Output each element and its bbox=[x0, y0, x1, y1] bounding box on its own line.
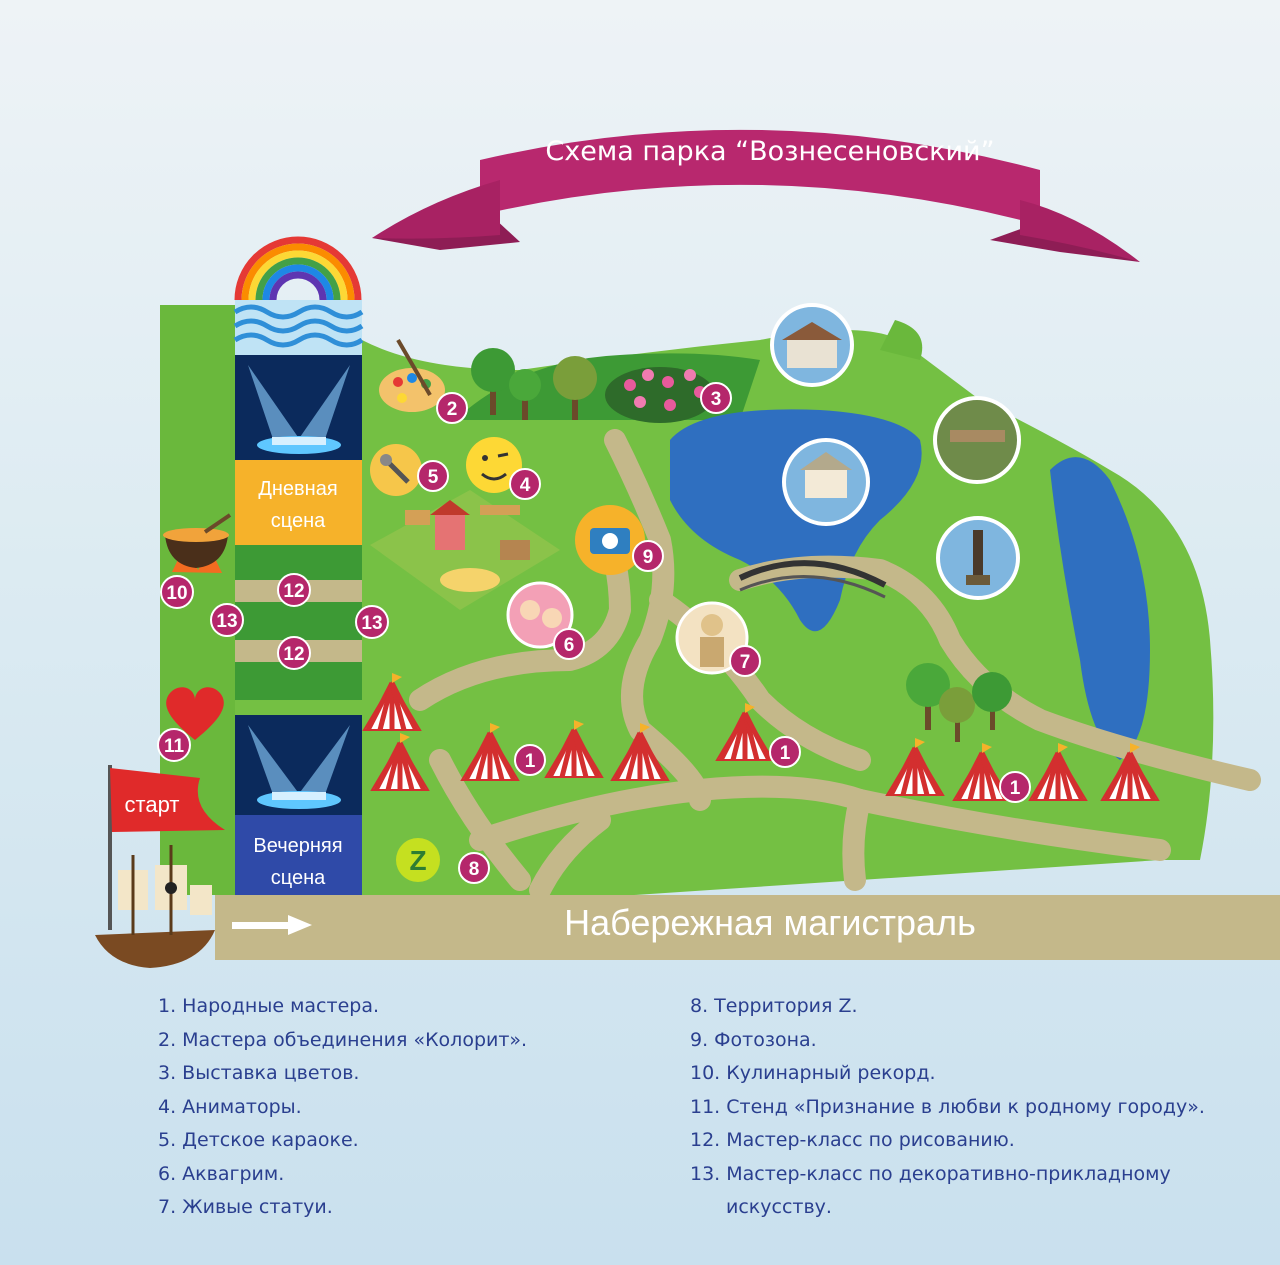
trees-icon bbox=[471, 348, 597, 420]
microphone-icon bbox=[370, 444, 422, 496]
legend-item: 4. Аниматоры. bbox=[158, 1095, 302, 1118]
marker-6[interactable]: 6 bbox=[553, 628, 585, 660]
day-stage-label-2: сцена bbox=[271, 510, 326, 532]
z-territory-logo: Z bbox=[396, 838, 440, 882]
legend-item: 6. Аквагрим. bbox=[158, 1162, 285, 1185]
marker-12-bottom[interactable]: 12 bbox=[277, 636, 311, 670]
road-label: Набережная магистраль bbox=[564, 902, 976, 943]
marker-13-text: 13 bbox=[361, 613, 382, 634]
legend-item: 8. Территория Z. bbox=[690, 995, 858, 1017]
evening-stage-label-1: Вечерняя bbox=[253, 835, 342, 857]
marker-11-text: 11 bbox=[164, 736, 185, 757]
marker-1-text: 1 bbox=[1010, 778, 1021, 799]
tent-icon bbox=[610, 723, 670, 782]
smiley-icon bbox=[466, 437, 522, 493]
bridge-icon bbox=[738, 560, 887, 599]
legend-item: 11. Стенд «Признание в любви к родному г… bbox=[690, 1095, 1205, 1118]
tents bbox=[362, 673, 1160, 802]
marker-1-text: 1 bbox=[525, 751, 536, 772]
marker-13-right[interactable]: 13 bbox=[355, 605, 389, 639]
legend-item: 10. Кулинарный рекорд. bbox=[690, 1062, 936, 1084]
day-stage-label-1: Дневная bbox=[258, 478, 337, 500]
marker-13-text: 13 bbox=[216, 611, 237, 632]
evening-stage-label-2: сцена bbox=[271, 867, 326, 889]
number-markers: 2 3 4 5 6 7 8 9 10 11 12 12 13 13 1 1 1 bbox=[157, 382, 1031, 884]
rainbow-icon bbox=[234, 236, 362, 301]
legend-item: 1. Народные мастера. bbox=[158, 995, 379, 1017]
flowers-icon bbox=[605, 367, 715, 423]
main-road: Набережная магистраль bbox=[215, 895, 1280, 960]
legend-item: искусству. bbox=[726, 1196, 832, 1218]
tent-icon bbox=[544, 720, 604, 779]
marker-12-text: 12 bbox=[283, 581, 304, 602]
marker-1-b[interactable]: 1 bbox=[769, 736, 801, 768]
title-ribbon: Схема парка “Вознесеновский” bbox=[372, 129, 1140, 262]
park-map: Схема парка “Вознесеновский” Набережная … bbox=[95, 129, 1280, 968]
marker-2-text: 2 bbox=[447, 399, 458, 420]
z-logo-text: Z bbox=[409, 845, 426, 876]
legend-item: 2. Мастера объединения «Колорит». bbox=[158, 1028, 528, 1051]
marker-1-c[interactable]: 1 bbox=[999, 771, 1031, 803]
heart-icon bbox=[166, 687, 224, 740]
water-waves-icon bbox=[233, 300, 364, 355]
tent-icon bbox=[1028, 743, 1088, 802]
palette-icon bbox=[379, 338, 445, 412]
tent-icon bbox=[952, 743, 1012, 802]
legend-right-column: 8. Территория Z. 9. Фотозона. 10. Кулина… bbox=[690, 990, 1205, 1225]
marker-7[interactable]: 7 bbox=[729, 645, 761, 677]
sight-photo-monument bbox=[936, 516, 1020, 600]
evening-stage-lights bbox=[235, 715, 362, 815]
trees-right-icon bbox=[906, 663, 1012, 742]
stage-column: Дневная сцена Вечерняя сцена bbox=[233, 236, 364, 895]
arrow-right-icon bbox=[232, 915, 312, 935]
face-painting-photo bbox=[506, 581, 574, 649]
marker-12-text: 12 bbox=[283, 644, 304, 665]
legend-item: 9. Фотозона. bbox=[690, 1028, 817, 1051]
living-statue-photo bbox=[675, 601, 749, 675]
legend-item: 12. Мастер-класс по рисованию. bbox=[690, 1129, 1015, 1151]
camera-icon bbox=[575, 505, 645, 575]
marker-9[interactable]: 9 bbox=[632, 540, 664, 572]
tent-icon bbox=[460, 723, 520, 782]
marker-9-text: 9 bbox=[643, 547, 654, 568]
marker-10[interactable]: 10 bbox=[160, 575, 194, 609]
pirate-ship-icon bbox=[95, 845, 215, 968]
marker-10-text: 10 bbox=[166, 583, 187, 604]
map-title: Схема парка “Вознесеновский” bbox=[545, 136, 994, 167]
tent-icon bbox=[362, 673, 422, 732]
marker-12-top[interactable]: 12 bbox=[277, 573, 311, 607]
tent-icon bbox=[715, 703, 775, 762]
marker-4[interactable]: 4 bbox=[509, 468, 541, 500]
day-stage-lights bbox=[235, 355, 362, 460]
cauldron-icon bbox=[163, 513, 232, 573]
marker-8-text: 8 bbox=[469, 859, 480, 880]
playground-icon bbox=[370, 490, 560, 610]
legend-item: 13. Мастер-класс по декоративно-прикладн… bbox=[690, 1162, 1171, 1185]
start-flag-icon: старт bbox=[108, 765, 225, 930]
marker-5[interactable]: 5 bbox=[417, 460, 449, 492]
sight-photo-gazebo bbox=[782, 438, 870, 526]
marker-1-text: 1 bbox=[780, 743, 791, 764]
marker-2[interactable]: 2 bbox=[436, 392, 468, 424]
legend-item: 5. Детское караоке. bbox=[158, 1129, 359, 1151]
marker-5-text: 5 bbox=[428, 467, 439, 488]
marker-3[interactable]: 3 bbox=[700, 382, 732, 414]
legend-item: 3. Выставка цветов. bbox=[158, 1062, 360, 1084]
marker-4-text: 4 bbox=[520, 475, 531, 496]
marker-8[interactable]: 8 bbox=[458, 852, 490, 884]
sight-photo-waterfall bbox=[933, 396, 1021, 484]
marker-11[interactable]: 11 bbox=[157, 728, 191, 762]
marker-7-text: 7 bbox=[740, 652, 751, 673]
legend-item: 7. Живые статуи. bbox=[158, 1196, 333, 1218]
marker-6-text: 6 bbox=[564, 635, 575, 656]
sight-photo-house bbox=[770, 303, 854, 387]
tent-icon bbox=[885, 738, 945, 797]
start-label: старт bbox=[125, 792, 180, 817]
tent-icon bbox=[1100, 743, 1160, 802]
marker-3-text: 3 bbox=[711, 389, 722, 410]
tent-icon bbox=[370, 733, 430, 792]
marker-1-a[interactable]: 1 bbox=[514, 744, 546, 776]
marker-13-left[interactable]: 13 bbox=[210, 603, 244, 637]
legend-left-column: 1. Народные мастера. 2. Мастера объедине… bbox=[158, 990, 527, 1225]
